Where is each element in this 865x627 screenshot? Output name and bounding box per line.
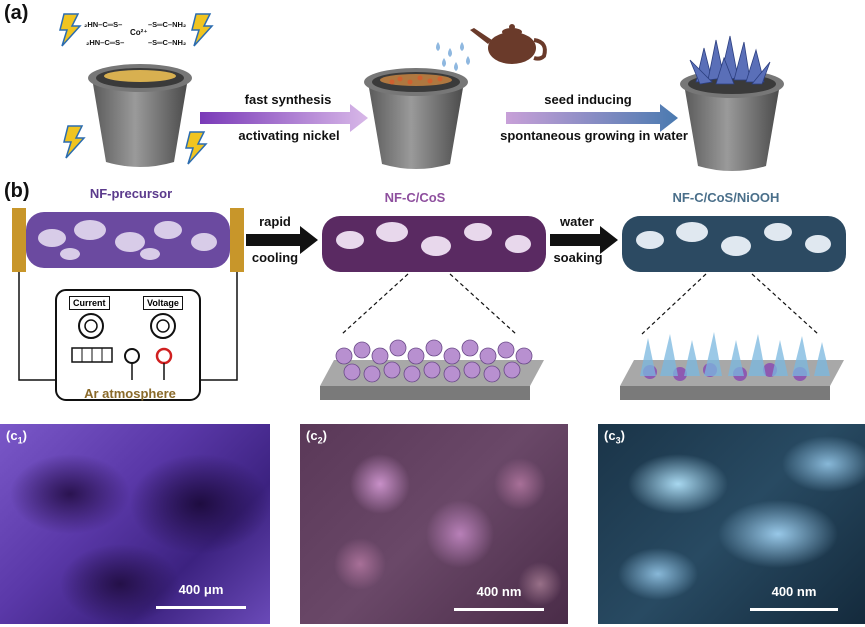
panel-b-label: (b) <box>4 180 30 202</box>
scale-label-c1: 400 μm <box>178 582 224 597</box>
cos-slab <box>320 339 544 400</box>
title-nf-c-cos-niooh: NF-C/CoS/NiOOH <box>672 190 780 205</box>
panel-a-label: (a) <box>4 2 29 24</box>
scale-bar-c1 <box>156 606 246 609</box>
step-activating-nickel: activating nickel <box>238 128 340 143</box>
sem-image-c3: (c3) 400 nm <box>598 424 865 624</box>
step-rapid: rapid <box>259 214 291 229</box>
sem-image-c2: (c2) 400 nm <box>300 424 568 624</box>
pot-3 <box>680 35 784 171</box>
foam-niooh <box>622 216 846 272</box>
scale-bar-c2 <box>454 608 544 611</box>
arrow-a2 <box>506 104 678 132</box>
title-nf-precursor: NF-precursor <box>89 186 173 201</box>
sem-image-c1: (c1) 400 μm <box>0 424 270 624</box>
lightning-bolts <box>59 13 214 165</box>
pot-1 <box>88 64 192 167</box>
step-cooling: cooling <box>251 250 299 265</box>
voltage-label: Voltage <box>143 296 183 310</box>
niooh-slab <box>620 332 844 400</box>
arrow-b1 <box>246 226 318 254</box>
pot-2 <box>364 68 468 169</box>
scale-label-c3: 400 nm <box>771 584 817 599</box>
water-drops <box>436 42 470 71</box>
foam-precursor <box>26 212 230 268</box>
pots <box>88 24 784 171</box>
arrow-b2 <box>550 226 618 254</box>
panel-b-graphics <box>12 208 846 401</box>
step-seed-inducing: seed inducing <box>544 92 632 107</box>
teapot-icon <box>470 24 547 64</box>
step-water: water <box>560 214 594 229</box>
step-soaking: soaking <box>553 250 603 265</box>
step-fast-synthesis: fast synthesis <box>244 92 332 107</box>
title-nf-c-cos: NF-C/CoS <box>384 190 446 205</box>
scale-bar-c3 <box>750 608 838 611</box>
foam-cos <box>322 216 546 272</box>
ar-atmosphere-label: Ar atmosphere <box>84 386 176 401</box>
step-spontaneous-growing: spontaneous growing in water <box>500 128 688 143</box>
current-label: Current <box>69 296 110 310</box>
co-thiourea-complex: ₂HN–C═S– –S═C–NH₂ Co²⁺ ₂HN–C═S– –S═C–NH₂ <box>84 20 187 47</box>
arrow-a1 <box>200 104 368 132</box>
scale-label-c2: 400 nm <box>476 584 522 599</box>
